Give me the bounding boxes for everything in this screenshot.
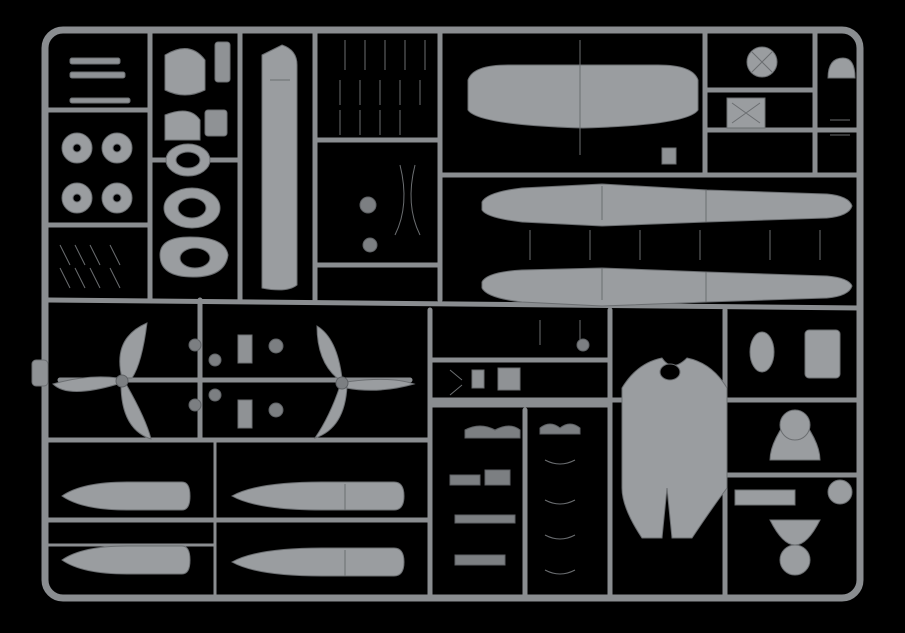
wing-lower-half [481,230,853,307]
engine-nacelle-upper [230,481,405,511]
horizontal-tailplane [467,40,699,165]
cockpit-parts [159,41,231,278]
wheel-hub-parts [726,46,856,136]
fuselage-half [261,44,298,291]
small-parts-top-left [59,57,133,289]
drop-tank-left-upper [61,481,191,511]
propeller-right [313,325,416,439]
engine-nacelle-lower [230,547,405,577]
wing-upper-half [481,183,853,227]
propeller-left [52,322,152,440]
landing-gear-parts [449,320,590,575]
sprue-frame [31,26,864,602]
drop-tank-left-lower [61,545,191,575]
propeller-hub-parts [188,334,284,429]
fuselage-floor-part [621,357,728,539]
small-rods [339,40,426,253]
tail-parts-right [734,329,853,576]
